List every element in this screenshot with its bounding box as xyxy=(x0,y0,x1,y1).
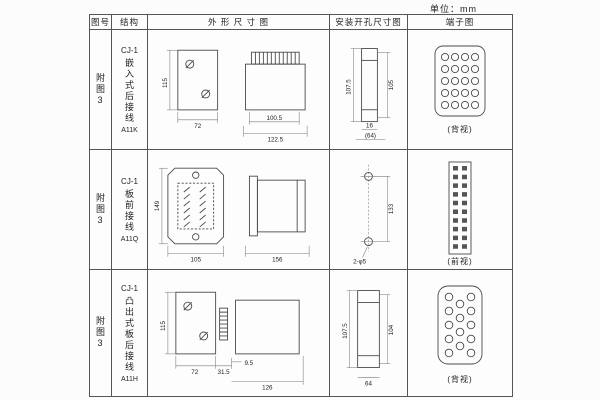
dim-label: 149 xyxy=(154,200,161,211)
dim-label: 100.5 xyxy=(266,114,282,121)
view-label: (背视) xyxy=(447,374,472,384)
outline-drawing-cell: 149 105 156 xyxy=(148,150,330,270)
figure-number: 附图3 xyxy=(95,192,105,227)
terminal-pins xyxy=(444,292,476,358)
col-header-figure-no: 图号 xyxy=(90,15,112,30)
terminal-diagram-a11q: (前视) xyxy=(447,161,472,266)
mounting-hole-drawing-a11h: 107.5 104 64 xyxy=(342,290,395,387)
dim-label: 64 xyxy=(365,380,372,387)
dim-label: 105 xyxy=(388,79,395,90)
terminal-diagram-cell: (前视) xyxy=(408,150,512,270)
dim-label: 9.5 xyxy=(244,360,253,367)
mounting-hole-cell: 107.5 105 16 (64) xyxy=(330,30,408,150)
dim-label: 104 xyxy=(388,324,395,335)
side-view xyxy=(245,51,306,110)
dim-label: 156 xyxy=(272,256,283,263)
front-view xyxy=(177,49,219,110)
terminal-diagram-a11k: (背视) xyxy=(434,45,486,134)
outline-drawing-a11h: 115 72 31.5 9.5 126 xyxy=(160,291,304,392)
dim-label: 16 xyxy=(366,122,373,129)
dim-label: 107.5 xyxy=(346,78,353,94)
unit-note: 单位：mm xyxy=(430,4,477,14)
structure-label: 凸出式板后接线 xyxy=(124,295,134,373)
drawing-table: 图号 结构 外 形 尺 寸 图 安装开孔尺寸图 端子图 附图3 CJ-1 嵌入式… xyxy=(89,14,513,397)
outline-drawing-a11q: 149 105 156 xyxy=(154,167,310,263)
dim-label: 115 xyxy=(160,321,167,331)
dimension-lines: 149 105 156 xyxy=(154,167,310,263)
dim-label: 107.5 xyxy=(342,323,349,339)
view-label: (背视) xyxy=(447,124,472,134)
relay-series: CJ-1 xyxy=(121,283,138,293)
dim-label: 115 xyxy=(162,77,169,87)
terminal-pins xyxy=(440,52,480,109)
dim-label: (64) xyxy=(365,132,376,139)
relay-series: CJ-1 xyxy=(121,45,138,55)
side-view xyxy=(219,299,300,355)
figure-number: 附图3 xyxy=(95,316,105,350)
outline-drawing-a11k: 115 72 100.5 122.5 xyxy=(162,49,308,143)
dim-label: 122.5 xyxy=(267,136,283,143)
model-code: A11K xyxy=(121,126,138,134)
model-code: A11H xyxy=(121,375,138,383)
dim-label: 105 xyxy=(191,256,202,263)
outline-drawing-cell: 115 72 100.5 122.5 xyxy=(148,30,330,150)
mounting-hole-drawing-a11q: 133 2-φ5 xyxy=(353,164,395,265)
dimension-lines: 115 72 31.5 9.5 126 xyxy=(160,291,304,392)
structure-cell: CJ-1 板前接线 A11Q xyxy=(112,150,148,270)
terminal-diagram-cell: (背视) xyxy=(408,270,512,396)
figure-number-cell: 附图3 xyxy=(90,150,112,270)
relay-series: CJ-1 xyxy=(121,176,138,186)
view-label: (前视) xyxy=(447,256,472,266)
structure-cell: CJ-1 凸出式板后接线 A11H xyxy=(112,270,148,396)
dim-label: 72 xyxy=(194,122,201,129)
front-view xyxy=(167,167,225,244)
dim-label: 72 xyxy=(191,369,198,376)
dim-label: 31.5 xyxy=(217,369,230,376)
col-header-mounting-hole-dims: 安装开孔尺寸图 xyxy=(330,15,408,30)
dim-label: 126 xyxy=(262,385,273,392)
col-header-terminal-diagram: 端子图 xyxy=(408,15,512,30)
dimension-lines: 115 72 100.5 122.5 xyxy=(162,49,308,143)
col-header-outline-dims: 外 形 尺 寸 图 xyxy=(148,15,330,30)
figure-number: 附图3 xyxy=(95,72,105,107)
dim-label: 133 xyxy=(388,203,395,214)
terminal-diagram-a11h: (背视) xyxy=(437,285,483,384)
col-header-structure: 结构 xyxy=(112,15,148,30)
terminal-diagram-cell: (背视) xyxy=(408,30,512,150)
side-view xyxy=(248,175,306,236)
outline-drawing-cell: 115 72 31.5 9.5 126 xyxy=(148,270,330,396)
structure-label: 板前接线 xyxy=(124,188,134,233)
mounting-hole-drawing-a11k: 107.5 105 16 (64) xyxy=(346,47,395,140)
figure-number-cell: 附图3 xyxy=(90,30,112,150)
terminal-pins xyxy=(453,165,467,251)
structure-label: 嵌入式后接线 xyxy=(124,57,134,124)
model-code: A11Q xyxy=(120,235,139,243)
mounting-hole-cell: 133 2-φ5 xyxy=(330,150,408,270)
hole-callout: 2-φ5 xyxy=(353,258,367,265)
structure-cell: CJ-1 嵌入式后接线 A11K xyxy=(112,30,148,150)
front-view xyxy=(175,291,217,355)
figure-number-cell: 附图3 xyxy=(90,270,112,396)
mounting-hole-cell: 107.5 104 64 xyxy=(330,270,408,396)
